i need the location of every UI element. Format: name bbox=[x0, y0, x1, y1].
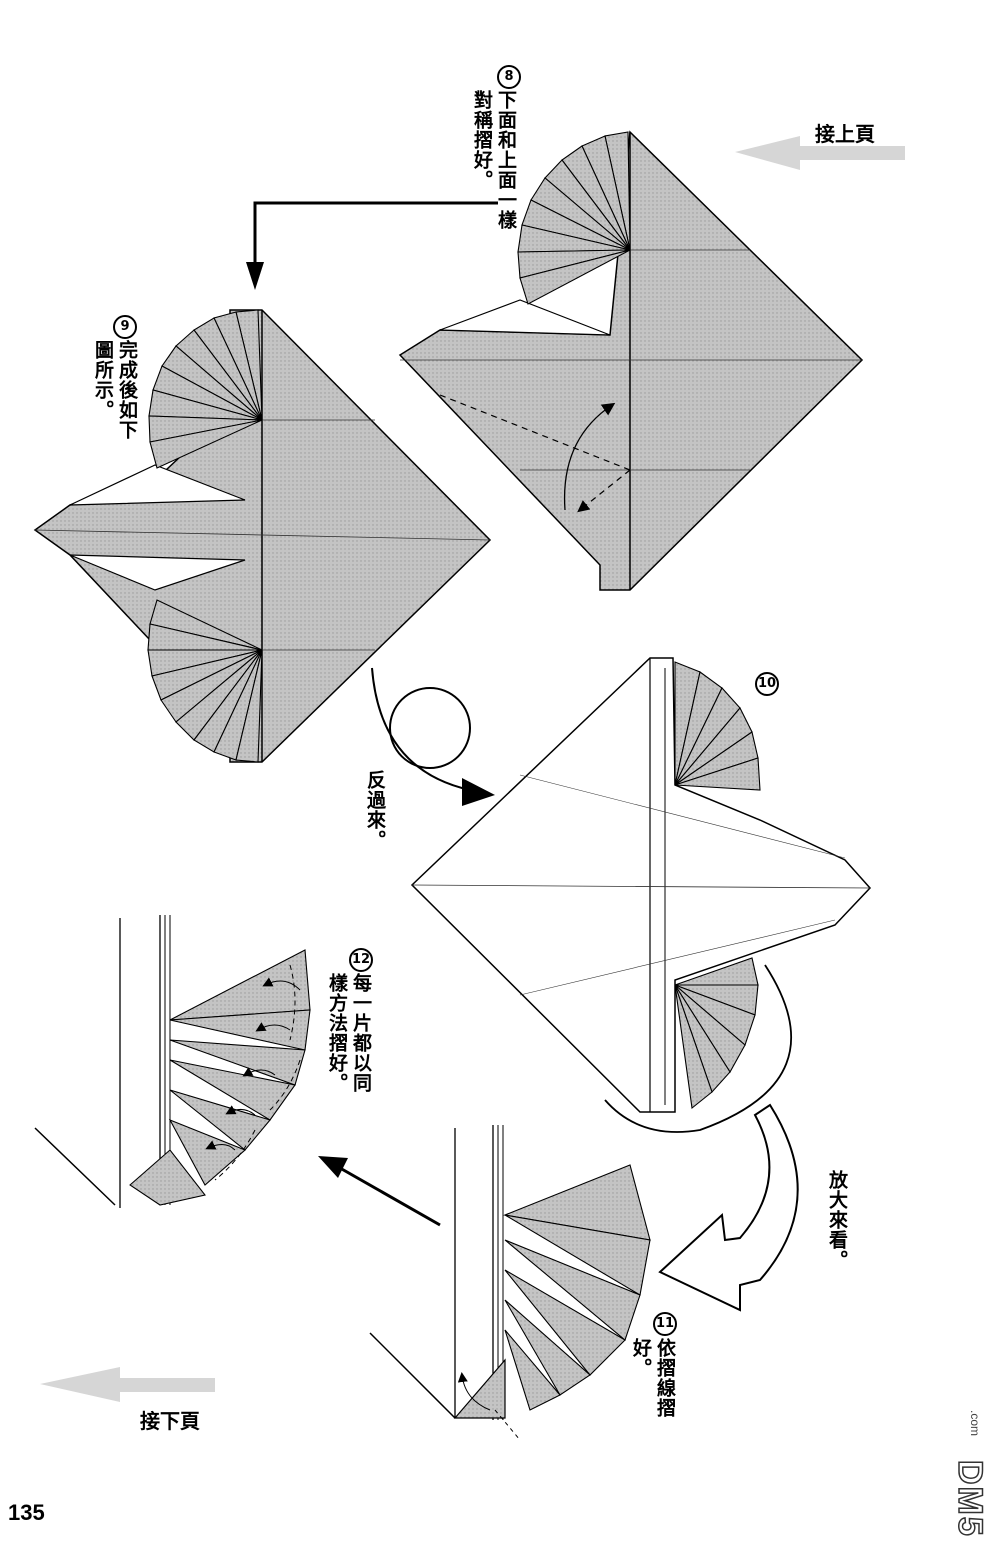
step-10-model bbox=[410, 657, 872, 1113]
step-8-to-9-arrow bbox=[246, 201, 498, 290]
step-9-model bbox=[33, 309, 492, 763]
watermark-logo: DM5 bbox=[950, 1459, 990, 1538]
zoom-in-arrow bbox=[604, 964, 799, 1312]
step-9-number: 9 bbox=[113, 315, 137, 339]
step-8-model bbox=[398, 130, 864, 591]
watermark-url: .com bbox=[968, 1410, 982, 1437]
flip-over-label: 反過來。 bbox=[364, 770, 386, 850]
step-12-number: 12 bbox=[349, 948, 373, 972]
step-11-number: 11 bbox=[653, 1312, 677, 1336]
page-number: 135 bbox=[8, 1500, 45, 1525]
prev-page-arrow[interactable] bbox=[735, 136, 905, 170]
step-12-model bbox=[34, 915, 311, 1208]
prev-page-label[interactable]: 接上頁 bbox=[815, 122, 875, 146]
step-11-to-12-arrow bbox=[318, 1156, 441, 1227]
step-12-instruction: 每一片都以同樣方法摺好。 bbox=[326, 973, 372, 1093]
next-page-label[interactable]: 接下頁 bbox=[140, 1409, 200, 1433]
step-8-number: 8 bbox=[497, 65, 521, 89]
step-10-number: 10 bbox=[755, 672, 779, 696]
step-11-model bbox=[369, 1125, 651, 1441]
step-11-instruction: 依摺線摺好。 bbox=[630, 1338, 676, 1418]
step-9-instruction: 完成後如下圖所示。 bbox=[92, 340, 138, 440]
flip-over-symbol bbox=[371, 667, 495, 806]
step-8-instruction: 下面和上面一樣對稱摺好。 bbox=[471, 90, 517, 230]
zoom-in-label: 放大來看。 bbox=[826, 1170, 848, 1270]
next-page-arrow[interactable] bbox=[40, 1367, 215, 1402]
